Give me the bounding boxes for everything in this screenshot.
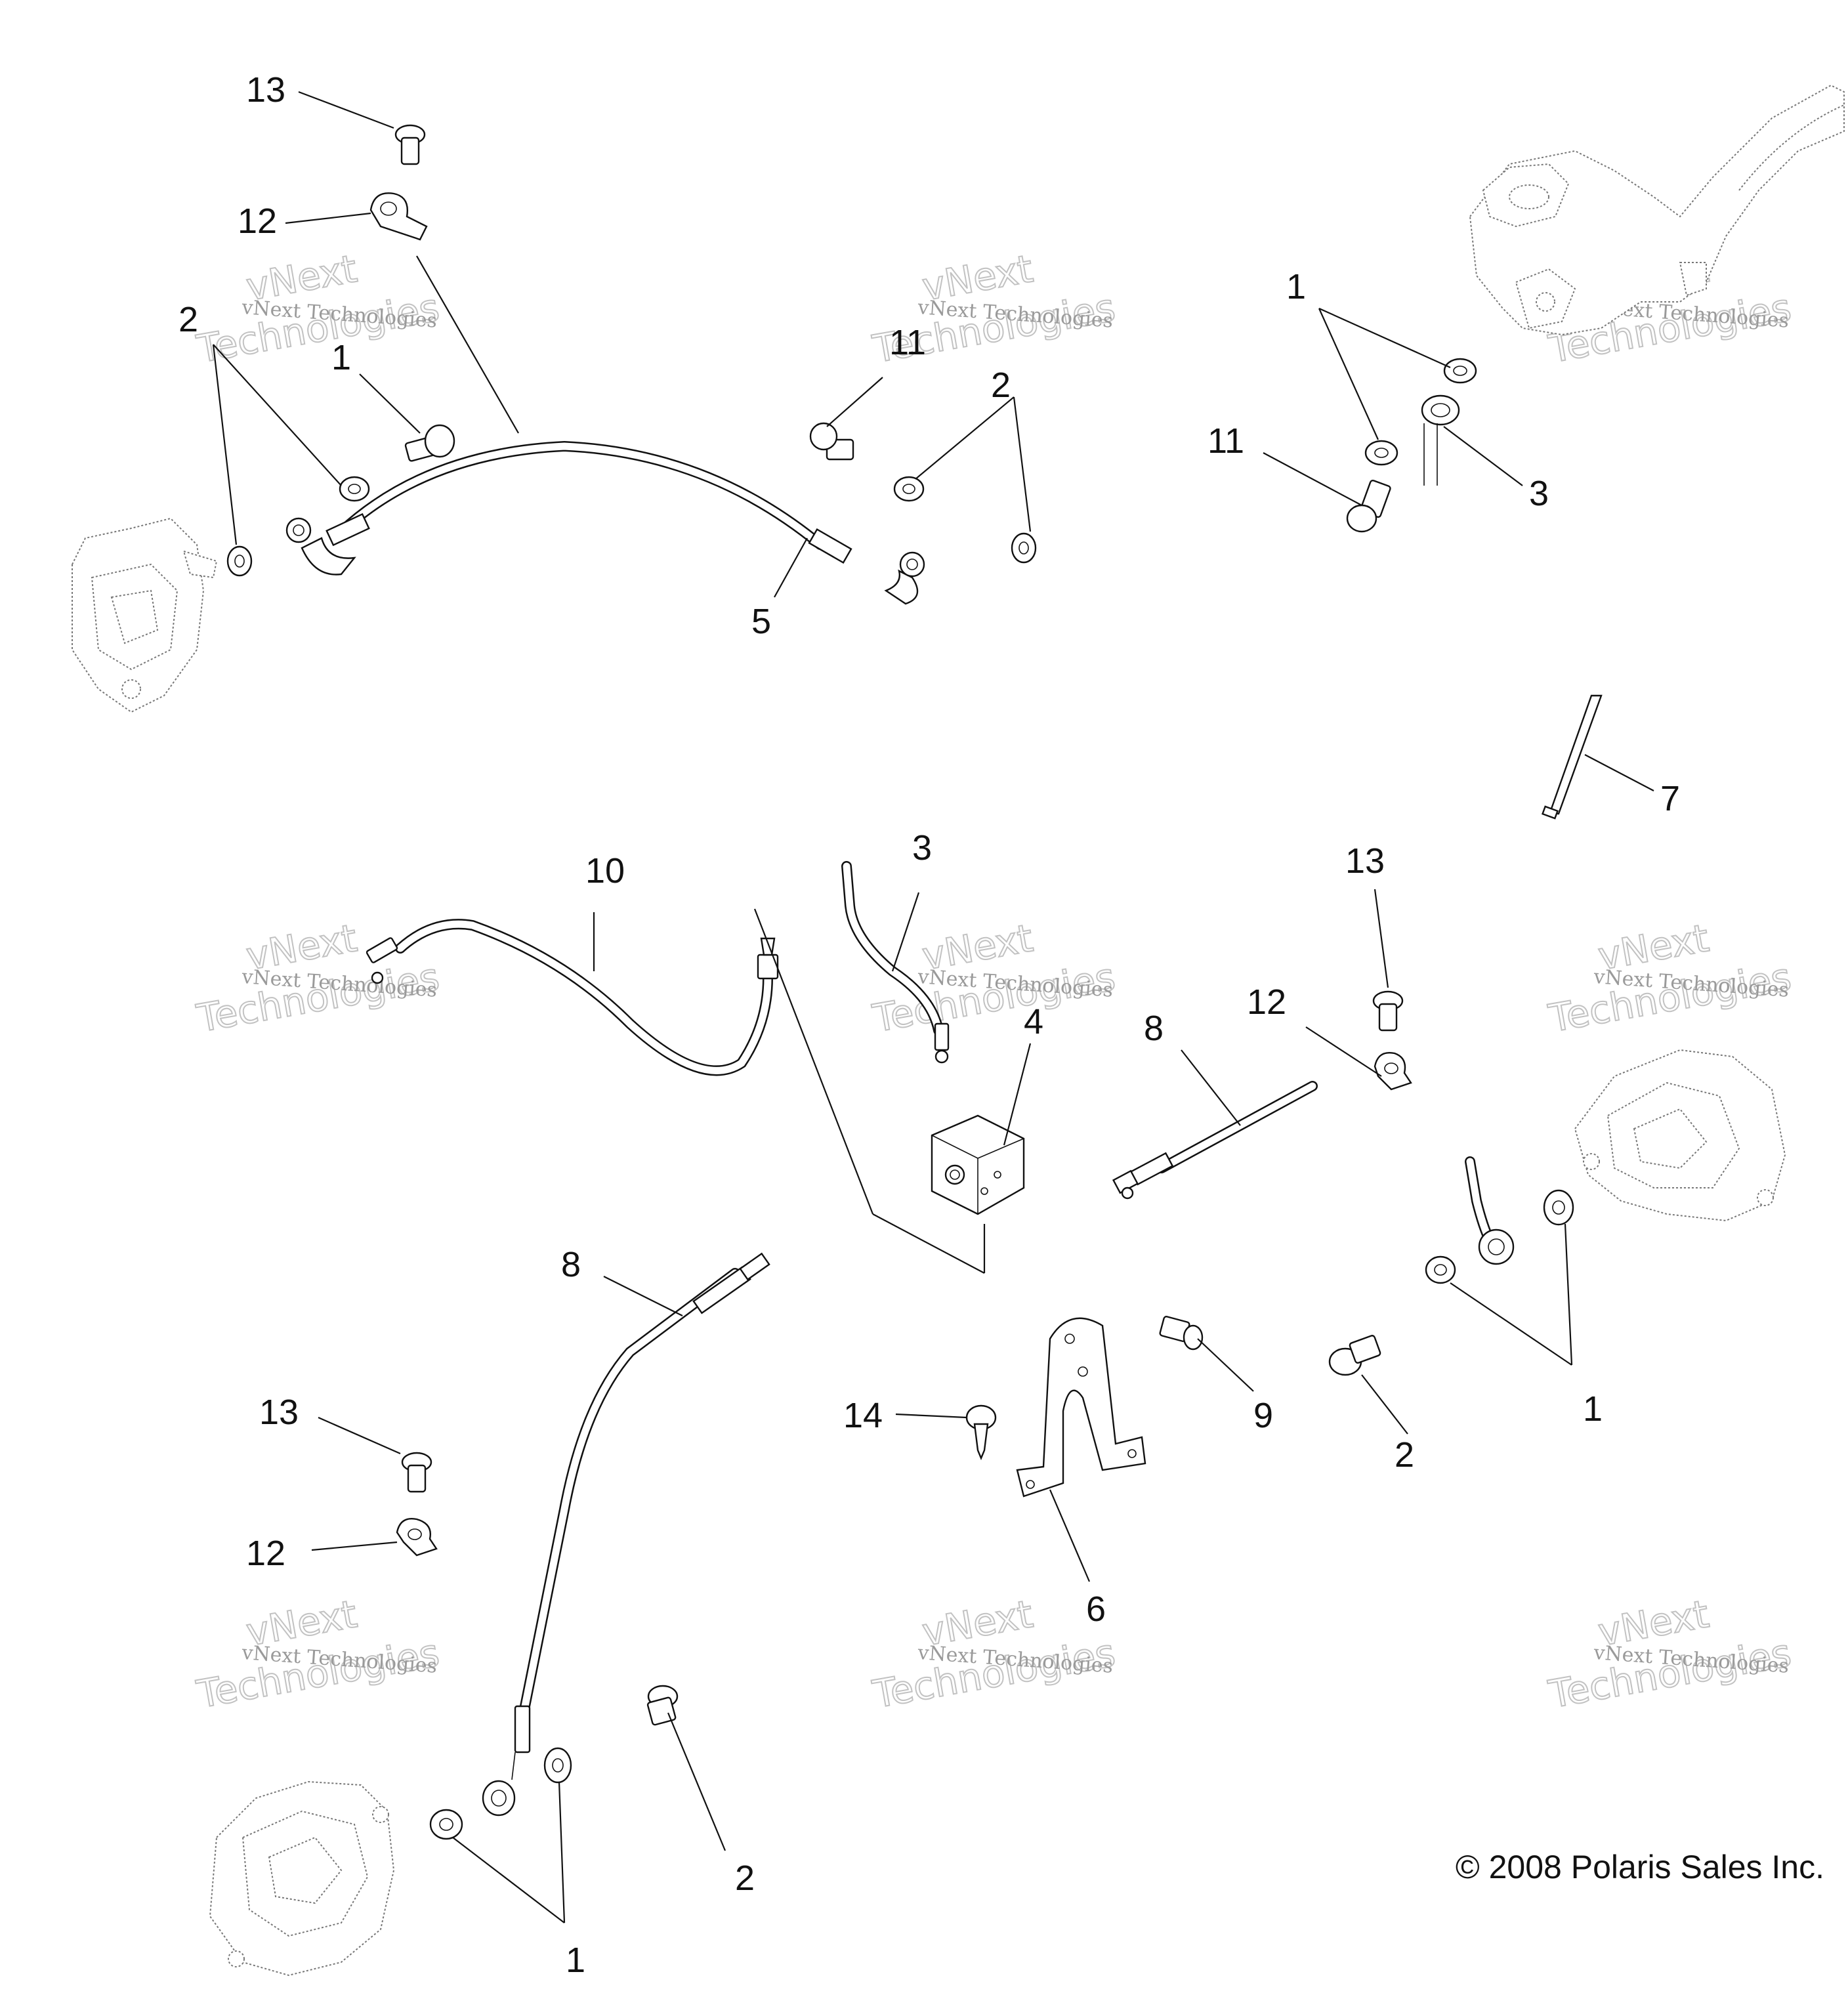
leader-lines [212,91,1654,1923]
callout-8-lower: 8 [561,1245,581,1284]
master-cylinder-ghost [1469,84,1845,336]
screw-13-top [394,124,426,165]
caliper-front-left-ghost [72,517,218,713]
washer-2-a [339,476,370,502]
banjo-bolt-1-top [404,424,455,462]
callout-9: 9 [1253,1396,1273,1435]
callout-12-top: 12 [238,201,277,241]
banjo-bolt-11-b [1346,479,1391,533]
callout-1-top-right: 1 [1286,267,1306,306]
callout-12-mid: 12 [1247,982,1286,1022]
mounting-bracket [1016,1317,1146,1498]
screw-13-mid [1372,990,1404,1032]
copyright-notice: © 2008 Polaris Sales Inc. [1456,1849,1824,1885]
caliper-rear-ghost [209,1780,395,1977]
screw-14 [965,1404,997,1461]
banjo-bolt-2-rear [646,1685,679,1726]
caliper-front-right-ghost [1574,1049,1786,1222]
callout-4: 4 [1024,1002,1043,1041]
callout-2-rear: 2 [735,1858,755,1898]
callout-1-right: 1 [1583,1389,1603,1429]
washer-1-right-a [1425,1255,1456,1284]
brake-line-8-lower [482,1252,770,1816]
washer-1-lower [1364,440,1398,466]
distribution-block [931,1114,1025,1215]
front-brake-hose [285,440,925,605]
brake-line-caliper-end-right [1465,1156,1515,1265]
callout-10: 10 [585,851,625,891]
callout-8-upper: 8 [1144,1009,1164,1048]
callout-14: 14 [843,1396,883,1435]
callout-13-low: 13 [259,1393,299,1432]
callout-12-low: 12 [246,1534,285,1573]
banjo-bolt-11-a [809,422,854,461]
clamp-12-low [396,1518,438,1557]
clamp-12-mid [1374,1052,1412,1091]
callout-13-top: 13 [246,70,285,110]
screw-13-low [401,1452,432,1493]
washer-1-upper [1443,358,1477,384]
callout-2-top-left: 2 [178,300,198,339]
callout-11-right: 11 [1208,421,1244,461]
callout-1-rear: 1 [566,1941,585,1980]
callout-5: 5 [751,602,771,641]
callout-2-right: 2 [1395,1435,1414,1475]
washer-2-c [893,476,925,502]
callout-3-mid: 3 [912,828,932,868]
callout-3-top: 3 [1529,474,1549,513]
washer-1-rear-a [429,1809,463,1840]
washer-2-b [226,545,253,577]
cable-tie [1542,694,1603,820]
washer-1-right-b [1543,1189,1574,1226]
washer-1-rear-b [543,1747,572,1784]
banjo-fitting-3 [1421,394,1460,486]
callout-11-top: 11 [889,323,926,362]
callout-6: 6 [1086,1589,1106,1629]
brake-line-8-upper [1112,1081,1318,1200]
washer-2-d [1011,532,1037,564]
bolt-9 [1159,1316,1204,1351]
callout-2-top-mid: 2 [991,366,1011,405]
callout-13-mid: 13 [1345,841,1385,881]
callout-7: 7 [1660,779,1680,818]
clamp-12-top [369,192,428,241]
callout-1-top-left: 1 [331,338,351,377]
banjo-bolt-2-right [1328,1335,1381,1376]
callout-labels: 13 12 1 2 5 11 2 1 11 3 7 10 3 4 8 12 13… [178,70,1680,1980]
brake-line-10 [366,919,779,1076]
